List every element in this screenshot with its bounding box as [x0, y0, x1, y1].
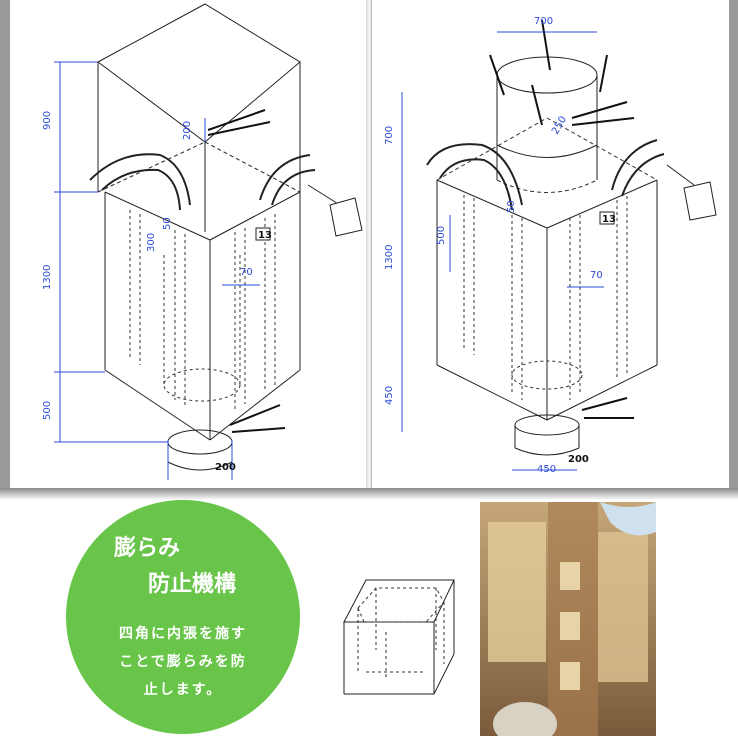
- right-drawing-page: 13 700 700 1300 450 500 250 50 70 200 45…: [371, 0, 729, 488]
- right-bag-drawing: 13 700 700 1300 450 500 250 50 70 200 45…: [384, 16, 717, 475]
- feature-body-line: 止します。: [143, 682, 223, 698]
- drawing-book-frame: 13 900 1300 500 200 50 300 70 200: [0, 0, 738, 500]
- left-dim-500: 500: [42, 401, 53, 420]
- book-shadow: [0, 488, 738, 500]
- feature-title-line2: 防止機構: [148, 572, 237, 597]
- left-dim-70: 70: [240, 267, 253, 278]
- right-dim-50: 50: [506, 200, 517, 213]
- feature-circle: 膨らみ 防止機構 四角に内張を施す ことで膨らみを防 止します。: [66, 500, 300, 734]
- left-bag-drawing: 13 900 1300 500 200 50 300 70 200: [42, 3, 363, 480]
- bag-interior-photo: [480, 502, 656, 736]
- feature-title-line1: 膨らみ: [114, 536, 181, 561]
- right-dim-250: 250: [550, 114, 569, 136]
- book-gutter: [366, 0, 372, 490]
- right-dim-70: 70: [590, 270, 603, 281]
- feature-body-line: ことで膨らみを防: [119, 654, 247, 670]
- left-dim-200-bold: 200: [215, 462, 236, 473]
- left-dim-300: 300: [146, 233, 157, 252]
- right-dim-1300: 1300: [384, 245, 395, 270]
- right-dim-450: 450: [384, 386, 395, 405]
- left-drawing-page: 13 900 1300 500 200 50 300 70 200: [10, 0, 368, 488]
- right-dim-500: 500: [436, 226, 447, 245]
- right-dim-200-bold: 200: [568, 454, 589, 465]
- left-dim-1300: 1300: [42, 265, 53, 290]
- inner-liner-sketch: [343, 579, 455, 695]
- left-dim-200: 200: [182, 121, 193, 140]
- left-tag-label: 13: [258, 230, 272, 241]
- right-dim-top-700: 700: [534, 16, 553, 27]
- right-dim-bottom-450: 450: [537, 464, 556, 475]
- left-dim-900: 900: [42, 111, 53, 130]
- right-dim-700: 700: [384, 126, 395, 145]
- feature-description: 四角に内張を施す ことで膨らみを防 止します。: [84, 620, 282, 704]
- right-tag-label: 13: [602, 214, 616, 225]
- feature-body-line: 四角に内張を施す: [119, 626, 247, 642]
- left-dim-50: 50: [162, 217, 173, 230]
